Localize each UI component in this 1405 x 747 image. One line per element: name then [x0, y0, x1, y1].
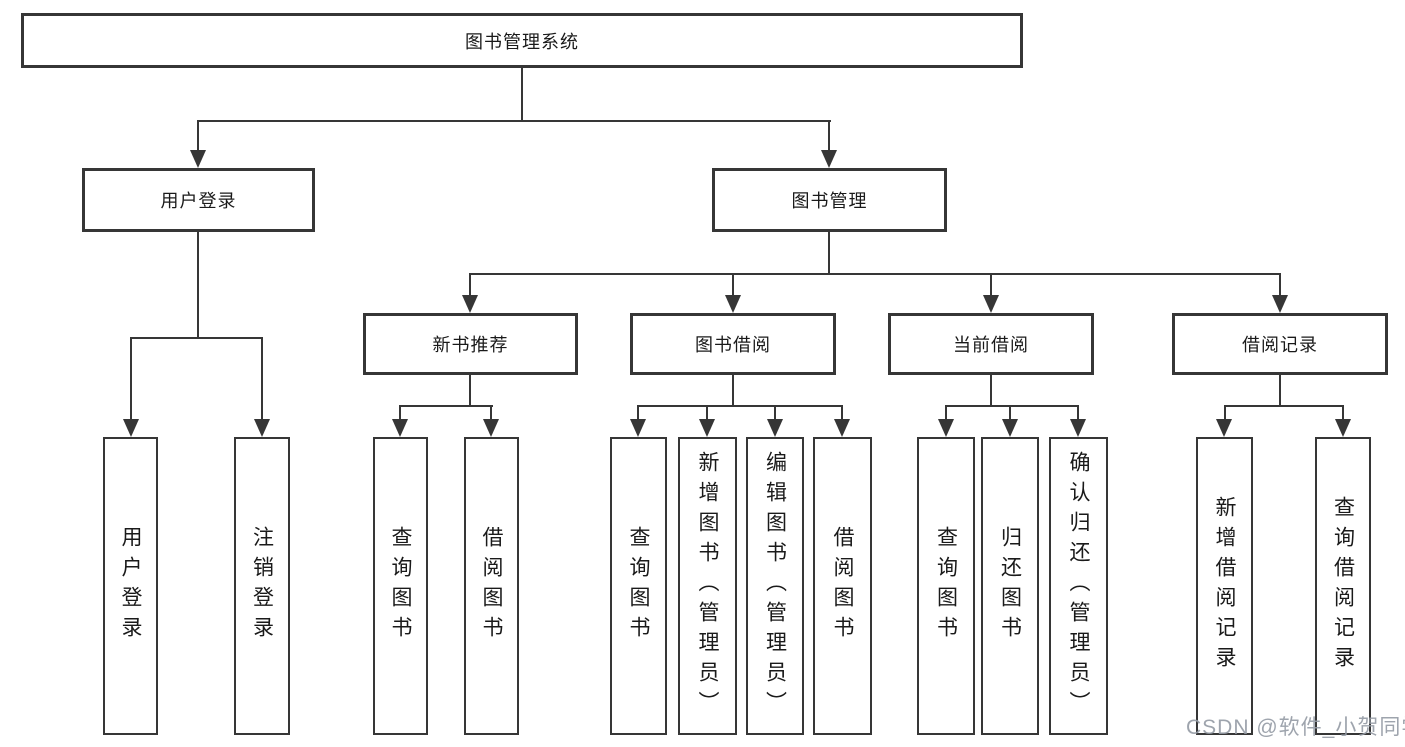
watermark-text: CSDN @软件_小贺同学	[1186, 716, 1405, 739]
connector-line	[197, 232, 199, 337]
arrow-down-icon	[392, 419, 408, 437]
leaf-borrow-books-recommend: 借阅图书	[464, 437, 519, 735]
connector-line	[945, 405, 1079, 407]
arrow-down-icon	[821, 150, 837, 168]
leaf-query-books-borrowing: 查询图书	[610, 437, 667, 735]
connector-line	[990, 275, 992, 295]
leaf-query-books-current: 查询图书	[917, 437, 975, 735]
leaf-user-login: 用户登录	[103, 437, 158, 735]
arrow-down-icon	[1070, 419, 1086, 437]
arrow-down-icon	[462, 295, 478, 313]
node-current-borrowing: 当前借阅	[888, 313, 1094, 375]
arrow-down-icon	[938, 419, 954, 437]
leaf-query-books-recommend: 查询图书	[373, 437, 428, 735]
arrow-down-icon	[254, 419, 270, 437]
connector-line	[1279, 375, 1281, 407]
arrow-down-icon	[630, 419, 646, 437]
connector-line	[197, 122, 199, 152]
connector-line	[130, 339, 132, 419]
connector-line	[945, 407, 947, 419]
arrow-down-icon	[983, 295, 999, 313]
arrow-down-icon	[190, 150, 206, 168]
arrow-down-icon	[834, 419, 850, 437]
connector-line	[469, 275, 471, 295]
arrow-down-icon	[1216, 419, 1232, 437]
connector-line	[1224, 405, 1344, 407]
connector-line	[261, 339, 263, 419]
leaf-add-borrow-record: 新增借阅记录	[1196, 437, 1253, 735]
connector-line	[637, 405, 843, 407]
connector-line	[1009, 407, 1011, 419]
node-book-borrowing: 图书借阅	[630, 313, 836, 375]
leaf-query-borrow-record: 查询借阅记录	[1315, 437, 1371, 735]
connector-line	[1342, 407, 1344, 419]
connector-line	[130, 337, 263, 339]
connector-line	[1224, 407, 1226, 419]
leaf-confirm-return-admin: 确认归还（管理员）	[1049, 437, 1108, 735]
arrow-down-icon	[1335, 419, 1351, 437]
connector-line	[1077, 407, 1079, 419]
arrow-down-icon	[1272, 295, 1288, 313]
leaf-edit-books-admin: 编辑图书（管理员）	[746, 437, 804, 735]
connector-line	[490, 407, 492, 419]
arrow-down-icon	[1002, 419, 1018, 437]
leaf-logout: 注销登录	[234, 437, 290, 735]
connector-line	[990, 375, 992, 407]
leaf-borrow-books-borrowing: 借阅图书	[813, 437, 872, 735]
arrow-down-icon	[483, 419, 499, 437]
connector-line	[774, 407, 776, 419]
connector-line	[828, 232, 830, 273]
arrow-down-icon	[123, 419, 139, 437]
connector-line	[732, 275, 734, 295]
connector-line	[399, 405, 493, 407]
node-new-book-recommend: 新书推荐	[363, 313, 578, 375]
connector-line	[469, 375, 471, 407]
connector-line	[399, 407, 401, 419]
connector-line	[1279, 275, 1281, 295]
connector-line	[841, 407, 843, 419]
node-borrowing-records: 借阅记录	[1172, 313, 1388, 375]
connector-line	[828, 122, 830, 152]
leaf-add-books-admin: 新增图书（管理员）	[678, 437, 737, 735]
connector-line	[637, 407, 639, 419]
node-library-system: 图书管理系统	[21, 13, 1023, 68]
leaf-return-books: 归还图书	[981, 437, 1039, 735]
connector-line	[521, 68, 523, 120]
connector-line	[469, 273, 1281, 275]
connector-line	[197, 120, 831, 122]
arrow-down-icon	[767, 419, 783, 437]
node-book-management: 图书管理	[712, 168, 947, 232]
connector-line	[706, 407, 708, 419]
node-user-login: 用户登录	[82, 168, 315, 232]
connector-line	[732, 375, 734, 407]
arrow-down-icon	[725, 295, 741, 313]
arrow-down-icon	[699, 419, 715, 437]
